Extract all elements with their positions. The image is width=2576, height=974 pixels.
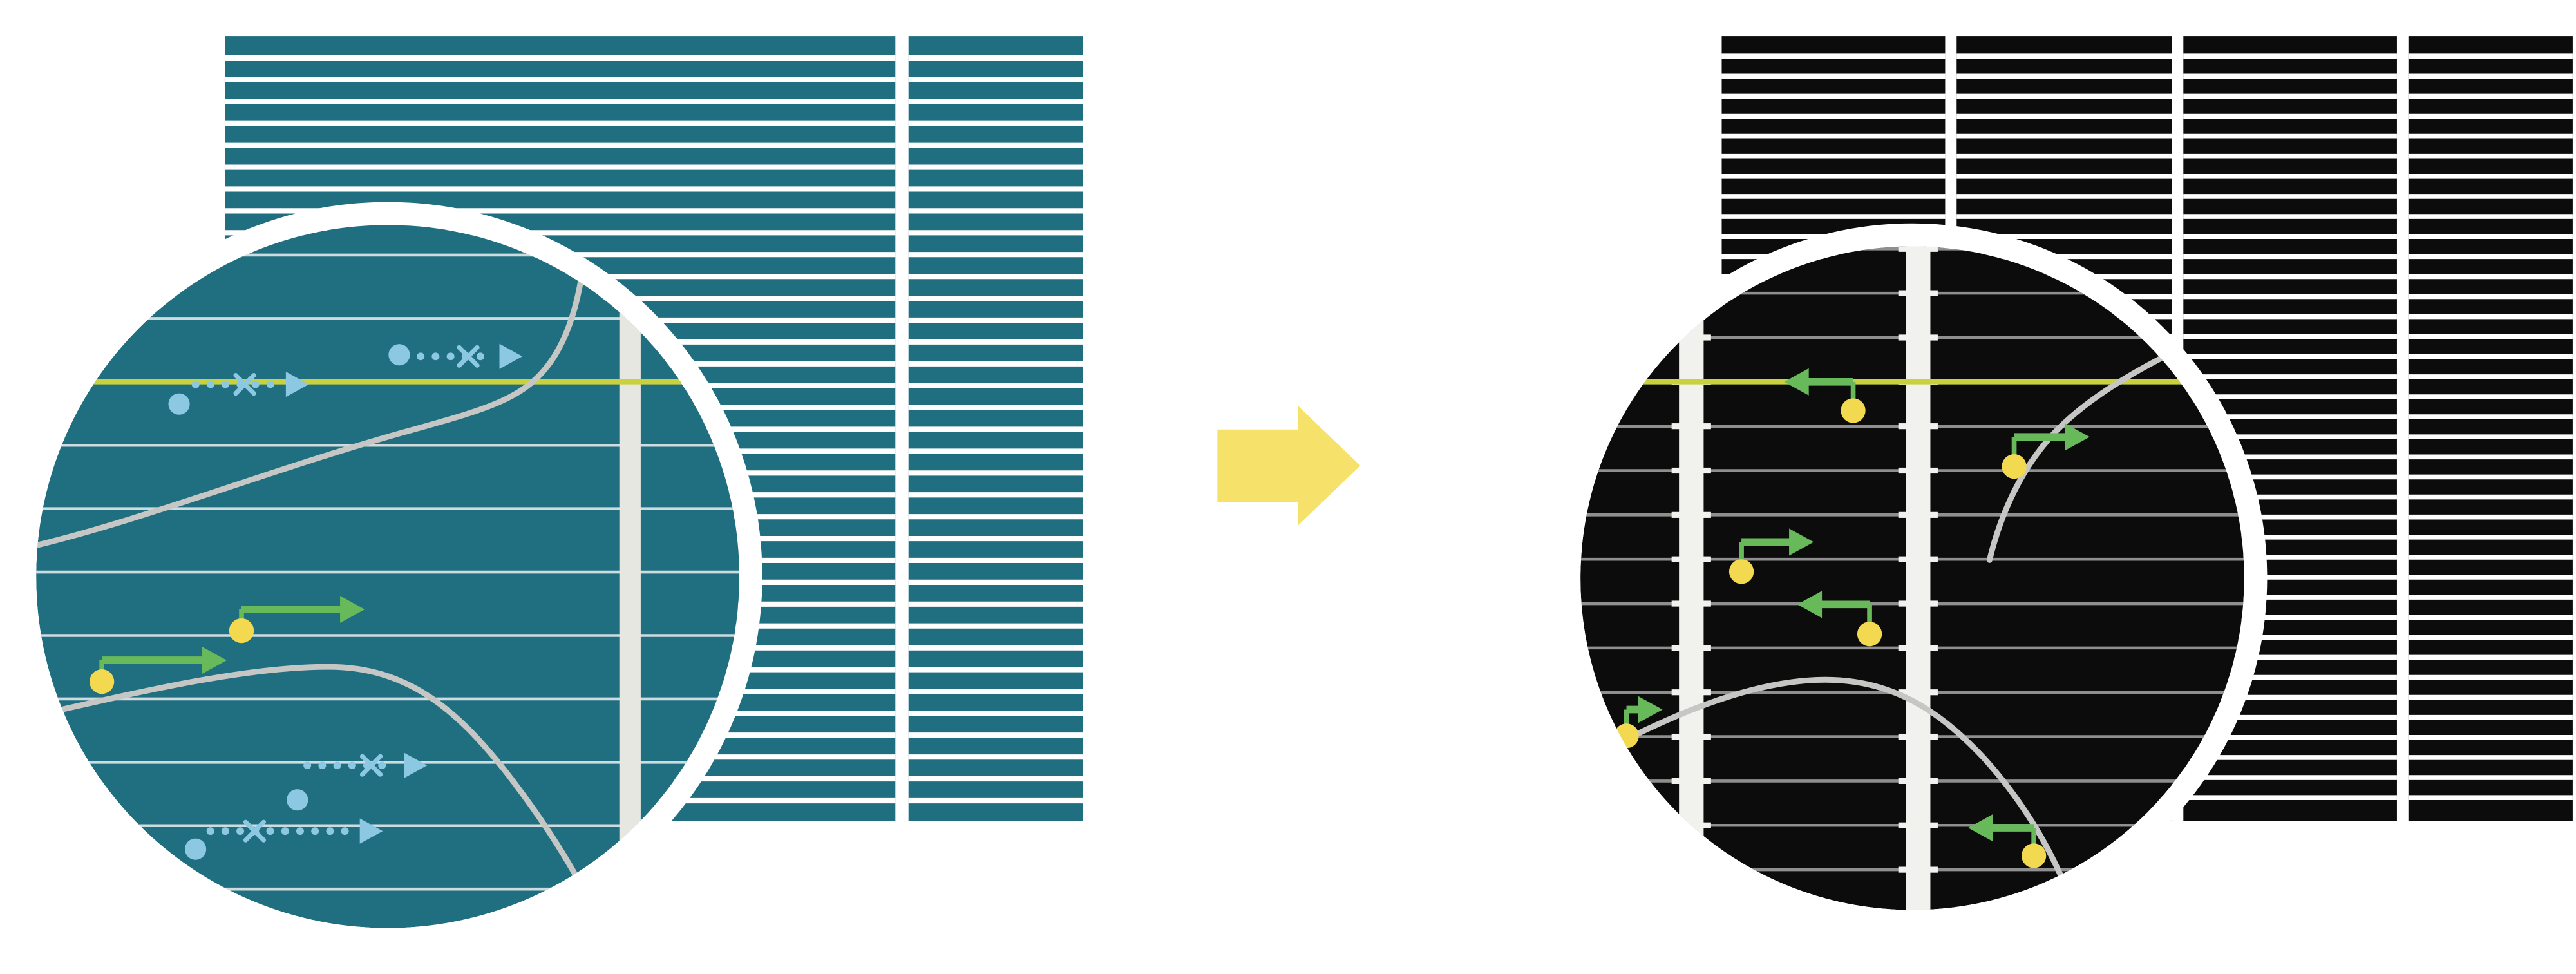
- generation-dot: [229, 618, 254, 644]
- carrier-arrow: [90, 646, 227, 694]
- carrier-arrow: [1728, 528, 1814, 584]
- generation-dot: [388, 344, 410, 366]
- electron-path: [388, 343, 523, 369]
- generation-dot: [2022, 843, 2047, 868]
- generation-dot: [287, 789, 308, 811]
- busbar: [619, 225, 641, 928]
- transition-arrow-icon: [1217, 405, 1361, 526]
- arrowhead-icon: [1789, 528, 1814, 556]
- arrowhead-icon: [340, 595, 365, 623]
- carrier-arrow: [2002, 423, 2090, 479]
- left-magnifier-inset: [13, 202, 762, 951]
- cell-column: [2408, 36, 2573, 821]
- generation-dot: [1857, 622, 1882, 647]
- generation-dot: [1728, 559, 1754, 584]
- loss-cross-icon: [243, 819, 267, 843]
- grain-boundary: [36, 225, 591, 550]
- arrowhead-icon: [359, 818, 383, 844]
- loss-cross-icon: [233, 373, 256, 396]
- electron-path: [287, 752, 428, 811]
- busbar: [1679, 246, 1704, 910]
- right-magnifier-inset: [1557, 223, 2268, 933]
- carrier-arrow: [229, 595, 365, 644]
- generation-dot: [90, 669, 115, 694]
- magnifier-ring: [13, 202, 762, 951]
- loss-cross-icon: [359, 754, 383, 777]
- arrowhead-icon: [1968, 814, 1993, 842]
- grain-boundary: [36, 664, 605, 928]
- arrowhead-icon: [499, 343, 523, 369]
- grain-boundary: [1986, 338, 2198, 563]
- arrowhead-icon: [1797, 591, 1823, 618]
- generation-dot: [1841, 398, 1866, 423]
- inset-background: [36, 225, 739, 928]
- carrier-arrow: [1784, 368, 1866, 423]
- arrowhead-icon: [404, 752, 428, 778]
- arrowhead-icon: [2065, 423, 2090, 451]
- generation-dot: [2002, 454, 2027, 479]
- carrier-arrow: [1968, 814, 2047, 868]
- electron-path: [184, 818, 383, 860]
- arrowhead-icon: [1784, 368, 1809, 396]
- carrier-arrow: [1797, 591, 1882, 647]
- generation-dot: [168, 393, 190, 415]
- arrowhead-icon: [285, 372, 309, 397]
- grain-boundary: [1580, 676, 2076, 910]
- magnifier-ring: [1557, 223, 2268, 933]
- arrowhead-icon: [202, 646, 227, 674]
- busbar: [1906, 246, 1931, 910]
- loss-cross-icon: [457, 345, 480, 368]
- arrowhead-icon: [1638, 696, 1663, 723]
- generation-dot: [184, 838, 207, 860]
- electron-path: [168, 372, 309, 415]
